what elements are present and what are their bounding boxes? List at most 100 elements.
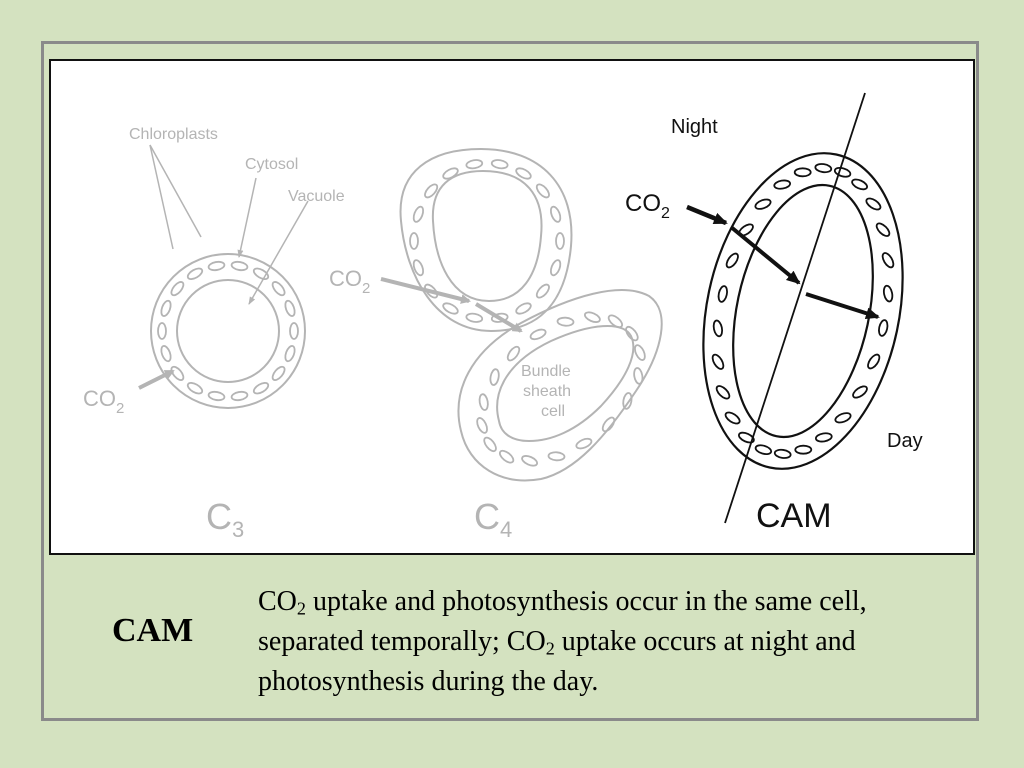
c4-transfer-arrow <box>474 302 523 333</box>
chloroplast-shape <box>875 222 891 237</box>
chloroplast-shape <box>711 353 725 370</box>
photosynthesis-figure: Chloroplasts Cytosol Vacuole CO2 C3 CO2 … <box>49 59 975 555</box>
chloroplast-shape <box>852 385 868 399</box>
cam-day-path-arrow <box>805 292 880 320</box>
chloroplast-shape <box>547 451 566 462</box>
chloroplast-shape <box>465 159 484 170</box>
chloroplast-shape <box>814 163 833 174</box>
cam-night-day-divider <box>724 92 866 524</box>
chloroplast-shape <box>793 167 812 178</box>
chloroplast-shape <box>724 411 741 425</box>
chloroplast-shape <box>529 328 547 341</box>
cam-night-path-arrow <box>729 225 801 285</box>
cam-co2-arrow-in <box>686 204 728 226</box>
chloroplast-shape <box>160 345 172 363</box>
chloroplast-shape <box>625 325 639 342</box>
chloroplast-shape <box>867 353 881 370</box>
chloroplast-shape <box>483 436 497 453</box>
caption-sub-1: 2 <box>296 598 306 619</box>
chloroplast-shape <box>424 283 439 299</box>
chloroplast-shape <box>555 232 565 250</box>
chloroplast-shape <box>506 345 521 362</box>
chloroplast-shape <box>601 416 616 433</box>
chloroplast-shape <box>773 179 792 190</box>
chloroplast-shape <box>882 284 894 303</box>
c4-mesophyll-cell <box>399 147 573 333</box>
chloroplast-shape <box>633 367 644 385</box>
c3-leader-lines <box>149 144 309 305</box>
chloroplast-shape <box>412 205 425 223</box>
chloroplast-shape <box>170 281 185 297</box>
chloroplast-shape <box>556 316 575 327</box>
caption-term: CAM <box>112 612 194 649</box>
c3-label-chloroplasts: Chloroplasts <box>129 126 218 143</box>
chloroplast-shape <box>252 382 270 395</box>
chloroplast-shape <box>834 412 852 424</box>
chloroplast-shape <box>252 267 270 280</box>
c3-cell <box>150 253 306 409</box>
chloroplast-shape <box>851 178 868 191</box>
chloroplast-shape <box>489 368 500 386</box>
cam-label-night: Night <box>671 116 718 138</box>
chloroplast-shape <box>207 390 226 402</box>
chloroplast-shape <box>271 365 286 381</box>
chloroplast-shape <box>412 259 425 277</box>
chloroplast-shape <box>535 183 550 199</box>
caption-part-1: CO <box>258 586 297 617</box>
caption-text: CO2 uptake and photosynthesis occur in t… <box>258 582 958 702</box>
chloroplast-shape <box>478 393 489 411</box>
chloroplast-shape <box>207 260 226 272</box>
c4-bundle-sheath-cell <box>457 289 663 482</box>
chloroplast-shape <box>490 312 509 323</box>
c4-co2-arrow <box>380 277 471 304</box>
chloroplast-shape <box>754 444 773 456</box>
chloroplast-shape <box>465 312 484 323</box>
c3-title: C3 <box>206 496 244 542</box>
chloroplast-shape <box>186 382 204 395</box>
caption-part-2: uptake and photosynthesis occur in the s… <box>258 586 867 657</box>
chloroplast-shape <box>186 267 204 280</box>
c4-label-bundle: Bundle sheath cell <box>521 363 576 420</box>
chloroplast-shape <box>712 319 724 338</box>
chloroplast-shape <box>878 319 889 337</box>
chloroplast-shape <box>490 159 509 170</box>
chloroplast-shape <box>575 437 593 450</box>
chloroplast-shape <box>738 431 755 444</box>
chloroplast-shape <box>157 322 167 340</box>
chloroplast-shape <box>715 385 731 400</box>
chloroplast-shape <box>515 302 532 315</box>
chloroplast-shape <box>725 252 739 269</box>
chloroplast-shape <box>535 283 550 299</box>
chloroplast-shape <box>549 205 562 223</box>
chloroplast-shape <box>833 166 852 178</box>
chloroplast-shape <box>476 417 488 434</box>
cam-label-co2: CO2 <box>625 190 670 222</box>
chloroplast-shape <box>284 299 296 317</box>
chloroplast-shape <box>814 432 833 443</box>
chloroplast-shape <box>515 167 532 180</box>
chloroplast-shape <box>271 281 286 297</box>
cam-title: CAM <box>756 497 832 535</box>
chloroplast-shape <box>442 302 459 315</box>
c3-label-cytosol: Cytosol <box>245 156 298 173</box>
caption-part-3: uptake occurs at night and photosynthesi… <box>258 626 856 697</box>
chloroplast-shape <box>284 345 296 363</box>
chloroplast-shape <box>230 390 249 402</box>
c4-label-co2: CO2 <box>329 266 370 297</box>
chloroplast-shape <box>409 232 419 250</box>
chloroplast-shape <box>794 444 813 455</box>
chloroplast-shape <box>442 167 459 180</box>
chloroplast-shape <box>424 183 439 199</box>
chloroplast-shape <box>773 448 792 459</box>
chloroplast-shape <box>498 449 515 464</box>
chloroplast-shape <box>634 344 646 361</box>
chloroplast-shape <box>865 197 882 211</box>
chloroplast-shape <box>622 392 633 410</box>
chloroplast-shape <box>230 260 249 272</box>
chloroplast-shape <box>160 299 172 317</box>
cam-cell <box>702 152 904 470</box>
chloroplast-shape <box>289 322 299 340</box>
c4-title: C4 <box>474 496 512 542</box>
chloroplast-shape <box>881 252 895 269</box>
chloroplast-shape <box>549 259 562 277</box>
